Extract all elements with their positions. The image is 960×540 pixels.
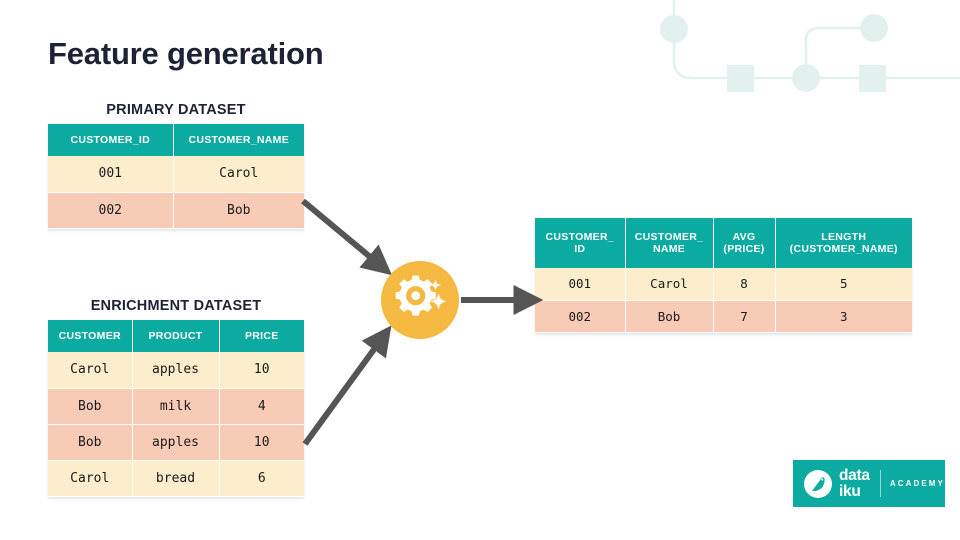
- table-row: Bob milk 4: [48, 388, 304, 425]
- table-cell: Bob: [48, 388, 133, 425]
- gear-icon: [395, 275, 436, 316]
- wordmark-line2: iku: [839, 482, 861, 500]
- output-dataset-block: CUSTOMER_ ID CUSTOMER_ NAME AVG (PRICE) …: [535, 218, 912, 333]
- table-cell: 002: [48, 192, 174, 229]
- table-cell: Carol: [48, 352, 133, 389]
- table-row: 002 Bob: [48, 192, 304, 229]
- table-cell: 001: [48, 156, 174, 193]
- table-row: 002 Bob 7 3: [535, 300, 912, 333]
- table-cell: 10: [219, 352, 304, 389]
- table-cell: Bob: [173, 192, 304, 229]
- table-cell: 5: [775, 268, 912, 301]
- column-header: LENGTH (CUSTOMER_NAME): [775, 218, 912, 268]
- primary-dataset-caption: PRIMARY DATASET: [106, 102, 246, 118]
- column-header-line2: ID: [574, 243, 586, 255]
- table-cell: Carol: [173, 156, 304, 193]
- table-cell: bread: [132, 460, 220, 497]
- wordmark-line1: data: [839, 467, 870, 484]
- table-cell: apples: [132, 352, 220, 389]
- table-cell: 4: [219, 388, 304, 425]
- column-header-line2: (CUSTOMER_NAME): [789, 243, 898, 255]
- column-header: PRODUCT: [132, 320, 220, 352]
- page-title: Feature generation: [48, 36, 324, 71]
- table-cell: 10: [219, 424, 304, 461]
- column-header: CUSTOMER_NAME: [173, 124, 304, 156]
- column-header-line1: AVG: [732, 230, 756, 243]
- table-cell: 7: [713, 300, 776, 333]
- primary-dataset-table: CUSTOMER_ID CUSTOMER_NAME 001 Carol 002 …: [48, 124, 304, 229]
- column-header-line1: LENGTH: [821, 230, 867, 243]
- enrichment-dataset-table: CUSTOMER PRODUCT PRICE Carol apples 10 B…: [48, 320, 304, 497]
- table-header-row: CUSTOMER PRODUCT PRICE: [48, 320, 304, 352]
- column-header: CUSTOMER_ NAME: [625, 218, 714, 268]
- enrichment-dataset-block: ENRICHMENT DATASET CUSTOMER PRODUCT PRIC…: [48, 298, 304, 497]
- table-cell: Bob: [48, 424, 133, 461]
- dataiku-academy-logo: data iku ACADEMY: [793, 460, 945, 507]
- column-header: AVG (PRICE): [713, 218, 776, 268]
- enrichment-dataset-caption: ENRICHMENT DATASET: [90, 298, 262, 314]
- column-header-line2: NAME: [652, 243, 686, 255]
- table-header-row: CUSTOMER_ ID CUSTOMER_ NAME AVG (PRICE) …: [535, 218, 912, 268]
- table-cell: milk: [132, 388, 220, 425]
- table-row: Carol bread 6: [48, 460, 304, 497]
- table-cell: 3: [775, 300, 912, 333]
- column-header-line2: (PRICE): [723, 243, 765, 255]
- column-header: CUSTOMER_ ID: [535, 218, 626, 268]
- table-row: 001 Carol 8 5: [535, 268, 912, 301]
- primary-dataset-block: PRIMARY DATASET CUSTOMER_ID CUSTOMER_NAM…: [48, 102, 304, 229]
- dataiku-wordmark: data iku: [839, 468, 870, 499]
- column-header: CUSTOMER: [48, 320, 133, 352]
- column-header: CUSTOMER_ID: [48, 124, 174, 156]
- table-cell: apples: [132, 424, 220, 461]
- table-row: 001 Carol: [48, 156, 304, 193]
- table-header-row: CUSTOMER_ID CUSTOMER_NAME: [48, 124, 304, 156]
- output-dataset-table: CUSTOMER_ ID CUSTOMER_ NAME AVG (PRICE) …: [535, 218, 912, 333]
- processor-node[interactable]: [381, 261, 459, 339]
- column-header: PRICE: [219, 320, 304, 352]
- table-cell: Bob: [625, 300, 714, 333]
- dataiku-bird-icon: [804, 469, 832, 498]
- table-cell: 001: [535, 268, 626, 301]
- table-row: Bob apples 10: [48, 424, 304, 461]
- column-header-line1: CUSTOMER_: [545, 230, 614, 243]
- table-cell: 8: [713, 268, 776, 301]
- sparkles-icon: [429, 279, 447, 310]
- table-cell: 6: [219, 460, 304, 497]
- academy-sub-brand: ACADEMY: [889, 479, 945, 488]
- table-row: Carol apples 10: [48, 352, 304, 389]
- table-cell: Carol: [48, 460, 133, 497]
- arrow-enrichment-to-processor: [302, 325, 392, 446]
- table-cell: 002: [535, 300, 626, 333]
- arrow-primary-to-processor: [301, 198, 393, 276]
- table-cell: Carol: [625, 268, 714, 301]
- flow-decoration-graphic: [660, 0, 960, 92]
- column-header-line1: CUSTOMER_: [634, 230, 704, 243]
